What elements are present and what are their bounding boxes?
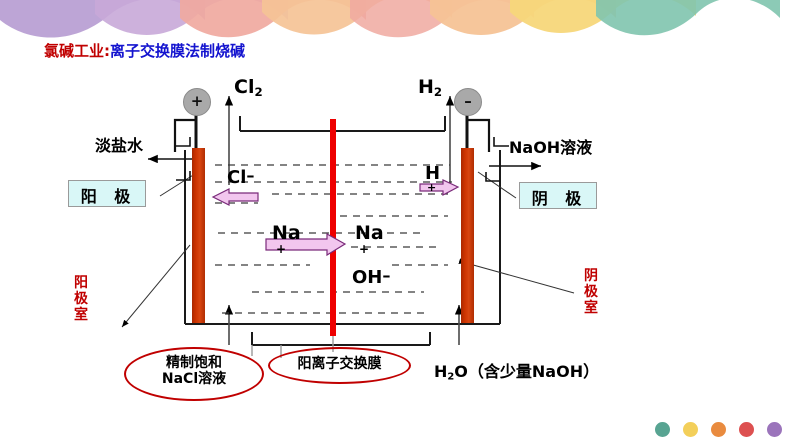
hydroxide-ion-symbol: OH bbox=[352, 266, 383, 288]
hydroxide-ion-charge: – bbox=[382, 266, 390, 285]
chlorine-subscript: 2 bbox=[254, 84, 263, 99]
sodium-ion-right-symbol: Na bbox=[355, 222, 384, 244]
header-wave-decoration bbox=[0, 0, 794, 42]
water-subscript: 2 bbox=[447, 371, 455, 383]
hydrogen-subscript: 2 bbox=[433, 84, 443, 99]
anode-electrode bbox=[192, 148, 205, 323]
anode-name-box: 阳 极 bbox=[68, 180, 146, 207]
title-blue-part: 离子交换膜法制烧碱 bbox=[110, 42, 246, 60]
ion-exchange-membrane bbox=[330, 119, 336, 336]
footer-dot-4 bbox=[739, 422, 754, 437]
cathode-name-box: 阴 极 bbox=[519, 182, 597, 209]
feed-water-label: H2O（含少量NaOH） bbox=[434, 364, 599, 382]
title-red-part: 氯碱工业: bbox=[44, 42, 110, 60]
chlorine-gas-label: Cl2 bbox=[234, 78, 263, 99]
positive-terminal: + bbox=[183, 88, 211, 116]
hydroxide-ion-label: OH– bbox=[352, 266, 390, 288]
hydrogen-ion-symbol: H bbox=[425, 163, 441, 184]
chloride-ion-label: Cl– bbox=[227, 166, 254, 188]
chlorine-symbol: Cl bbox=[234, 76, 255, 98]
anode-chamber-label: 阳极室 bbox=[74, 275, 88, 323]
chloride-ion-charge: – bbox=[246, 166, 254, 185]
hydrogen-gas-label: H2 bbox=[418, 78, 442, 99]
sodium-ion-right-charge: + bbox=[359, 242, 370, 256]
footer-dot-5 bbox=[767, 422, 782, 437]
cathode-electrode bbox=[461, 148, 474, 323]
sodium-ion-left-charge: + bbox=[276, 242, 287, 256]
chloride-ion-symbol: Cl bbox=[227, 166, 247, 188]
membrane-callout-ellipse bbox=[268, 347, 411, 384]
sodium-ion-right-label: Na bbox=[355, 224, 384, 243]
footer-dot-3 bbox=[711, 422, 726, 437]
sodium-ion-left-symbol: Na bbox=[272, 222, 301, 244]
brine-callout-ellipse bbox=[124, 347, 264, 401]
footer-dot-decoration bbox=[655, 422, 782, 438]
membrane-callout-text: 阳离子交换膜 bbox=[297, 356, 382, 372]
footer-dot-1 bbox=[655, 422, 670, 437]
hydrogen-ion-label: H bbox=[425, 165, 440, 183]
page-title: 氯碱工业:离子交换膜法制烧碱 bbox=[44, 40, 245, 61]
water-symbol: H bbox=[434, 362, 448, 381]
brine-callout-text: 精制饱和 NaCl溶液 bbox=[161, 355, 227, 387]
hydrogen-ion-charge: + bbox=[427, 181, 437, 194]
hydrogen-symbol: H bbox=[418, 76, 434, 98]
naoh-solution-label: NaOH溶液 bbox=[509, 138, 593, 157]
cathode-chamber-label: 阴极室 bbox=[584, 268, 598, 316]
footer-dot-2 bbox=[683, 422, 698, 437]
water-remainder: O（含少量NaOH） bbox=[454, 362, 600, 381]
sodium-ion-left-label: Na bbox=[272, 224, 301, 243]
dilute-brine-label: 淡盐水 bbox=[95, 136, 144, 155]
negative-terminal: – bbox=[454, 88, 482, 116]
